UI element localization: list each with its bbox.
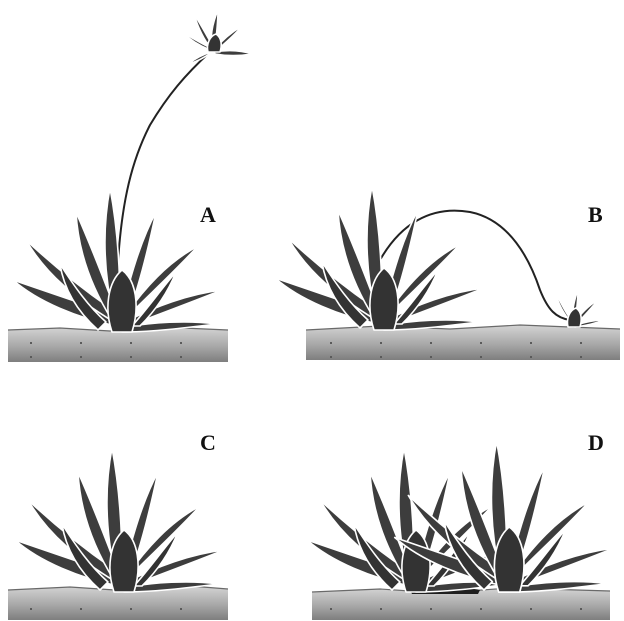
stolon-b (380, 211, 570, 320)
panel-label-a: A (200, 202, 216, 227)
panel-d: D (307, 430, 614, 620)
panel-label-c: C (200, 430, 216, 455)
inflorescence-icon (182, 10, 252, 70)
flower-stalk-a (118, 52, 210, 262)
mother-rosette-a (13, 188, 222, 332)
panel-a: A (8, 10, 252, 362)
panel-c: C (8, 430, 228, 620)
mother-rosette-b (275, 186, 484, 330)
soil-strip-d (312, 587, 610, 620)
soil-strip-b (306, 325, 620, 360)
daughter-rosette-b (542, 290, 604, 327)
rosette-c (15, 448, 224, 592)
panel-b: B (275, 186, 620, 360)
panel-label-d: D (588, 430, 604, 455)
panel-label-b: B (588, 202, 603, 227)
